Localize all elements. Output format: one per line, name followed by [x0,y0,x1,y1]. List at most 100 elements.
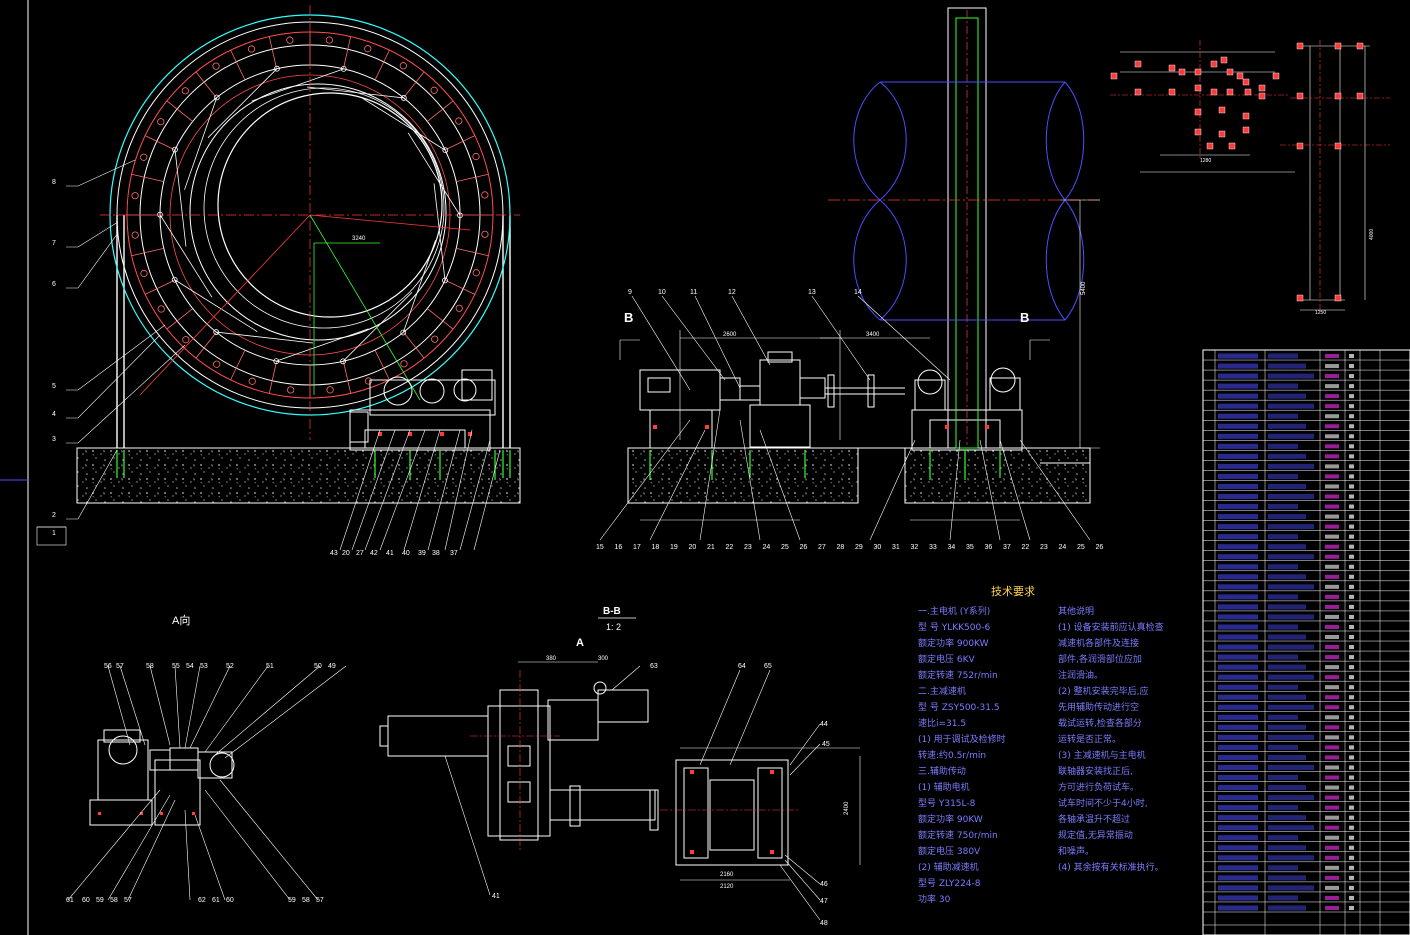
brace-pin [400,95,407,101]
bom-material-cell [1325,715,1339,720]
bom-name-cell [1268,825,1314,831]
bom-name-cell [1268,724,1306,730]
brace-pin [442,147,449,154]
brace-pin [157,211,163,218]
note-line: (1) 辅助电机 [918,783,970,793]
bom-name-cell [1268,865,1298,871]
bom-material-cell [1325,635,1339,640]
section-b-left-label: B [624,310,633,325]
bom-code-cell [1218,855,1258,861]
anchor-bolt-marker [1296,92,1304,100]
ring-spoke [403,332,425,359]
balloon-label: 23 [744,544,752,551]
bom-name-cell [1268,795,1314,801]
bom-name-cell [1268,494,1314,500]
bom-name-cell [1268,664,1306,670]
notes-right-column: 其他说明(1) 设备安装前应认真检查减速机各部件及连接部件,各润滑部位应加注润滑… [1058,604,1198,876]
balloon-label: 11 [690,289,697,296]
bom-code-cell [1218,805,1258,811]
bom-name-cell [1268,514,1306,520]
balloon-label: 58 [146,663,154,670]
bom-qty-cell [1349,454,1354,459]
ring-spoke [131,173,164,183]
section-scale: 1: 2 [606,622,621,632]
bom-material-cell [1325,414,1339,419]
bom-code-cell [1218,694,1258,700]
note-line: 型 号 YLKK500-6 [918,623,991,633]
balloon-label: 32 [911,544,919,551]
balloon-label: 15 [596,544,604,551]
bom-material-cell [1325,735,1339,740]
bom-name-cell [1268,433,1314,439]
balloon-label: 37 [1003,544,1011,551]
bom-code-cell [1218,353,1258,359]
anchor-bolt-marker [1334,42,1342,50]
balloon-label: 34 [948,544,956,551]
bom-material-cell [1325,374,1339,379]
balloon-label: 14 [854,289,862,296]
dim-2400: 2400 [844,801,850,815]
balloon-label: 50 [314,663,322,670]
view-a-marker: A [576,637,584,649]
balloon-label: 5 [52,383,56,390]
note-line: 型 号 ZSY500-31.5 [918,703,1000,713]
left-foundation [76,447,521,504]
bom-qty-cell [1349,705,1354,710]
balloon-label: 20 [689,544,697,551]
note-line: 试车时间不少于4小时, [1058,799,1148,809]
bom-name-cell [1268,775,1298,781]
bom-material-cell [1325,614,1339,619]
anchor-bolt-marker [1272,72,1280,80]
view-a: A向 [66,613,347,904]
bom-material-cell [1325,905,1339,910]
ring-spoke [374,349,390,381]
bom-code-cell [1218,594,1258,600]
note-line: 先用辅助传动进行空 [1058,703,1140,713]
bom-code-cell [1218,905,1258,911]
balloon-label: 26 [1096,544,1104,551]
balloon-label: 62 [198,897,206,904]
bom-qty-cell [1349,895,1354,900]
bom-material-cell [1325,574,1339,579]
bom-code-cell [1218,724,1258,730]
bom-qty-cell [1349,424,1354,429]
ring-bolt-hole [157,118,165,126]
ring-bolt-hole [131,231,139,239]
note-line: 注润滑油。 [1058,671,1104,681]
bom-material-cell [1325,484,1339,489]
bom-code-cell [1218,845,1258,851]
anchor-bolt-marker [1356,42,1364,50]
balloon-label: 13 [808,289,816,296]
ring-spoke [268,361,278,394]
balloon-label: 28 [837,544,845,551]
anchor-bolt-marker [1236,72,1244,80]
balloon-label: 3 [52,436,56,443]
middle-foundation-left [627,447,859,504]
bom-material-cell [1325,835,1339,840]
bom-code-cell [1218,363,1258,369]
bom-qty-cell [1349,875,1354,880]
ring-spoke [456,173,489,183]
bom-qty-cell [1349,675,1354,680]
note-line: 其他说明 [1058,607,1095,617]
bom-code-cell [1218,734,1258,740]
ring-bolt-hole [182,336,190,344]
bom-name-cell [1268,764,1314,770]
brace-pin [457,212,463,219]
balloon-label: 8 [52,179,56,186]
bom-material-cell [1325,594,1339,599]
bom-material-cell [1325,524,1339,529]
ring-spoke [456,247,489,257]
note-line: 转速:约0.5r/min [918,751,987,761]
ring-bolt-hole [364,377,373,385]
anchor-bolt-marker [1244,88,1252,96]
bom-material-cell [1325,675,1339,680]
bom-name-cell [1268,624,1298,630]
bom-code-cell [1218,875,1258,881]
bom-name-cell [1268,684,1298,690]
bom-code-cell [1218,504,1258,510]
bom-name-cell [1268,544,1306,550]
